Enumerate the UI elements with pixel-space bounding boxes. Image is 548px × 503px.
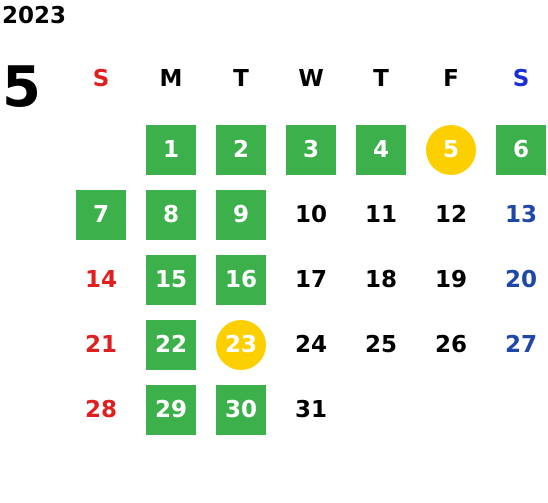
weekday-wednesday: W	[298, 66, 324, 92]
day-25: 25	[364, 332, 397, 358]
day-23: 23	[216, 320, 266, 370]
day-3: 3	[286, 125, 336, 175]
day-18: 18	[364, 267, 397, 293]
day-4: 4	[356, 125, 406, 175]
weekday-thursday: T	[373, 66, 389, 92]
day-30: 30	[216, 385, 266, 435]
day-8: 8	[146, 190, 196, 240]
day-7: 7	[76, 190, 126, 240]
weekday-monday: M	[159, 66, 183, 92]
year-label: 2023	[2, 3, 67, 29]
day-22: 22	[146, 320, 196, 370]
day-20: 20	[504, 267, 537, 293]
weekday-sunday: S	[92, 66, 110, 92]
day-16: 16	[216, 255, 266, 305]
day-2: 2	[216, 125, 266, 175]
weekday-friday: F	[443, 66, 459, 92]
weekday-saturday: S	[512, 66, 530, 92]
day-1: 1	[146, 125, 196, 175]
day-12: 12	[434, 202, 467, 228]
day-28: 28	[84, 397, 117, 423]
day-14: 14	[84, 267, 117, 293]
day-24: 24	[294, 332, 327, 358]
day-10: 10	[294, 202, 327, 228]
day-15: 15	[146, 255, 196, 305]
month-number: 5	[2, 55, 41, 120]
day-31: 31	[294, 397, 327, 423]
day-5: 5	[426, 125, 476, 175]
day-26: 26	[434, 332, 467, 358]
day-13: 13	[504, 202, 537, 228]
day-21: 21	[84, 332, 117, 358]
day-27: 27	[504, 332, 537, 358]
day-17: 17	[294, 267, 327, 293]
day-6: 6	[496, 125, 546, 175]
day-19: 19	[434, 267, 467, 293]
day-11: 11	[364, 202, 397, 228]
day-29: 29	[146, 385, 196, 435]
weekday-tuesday: T	[233, 66, 249, 92]
day-9: 9	[216, 190, 266, 240]
